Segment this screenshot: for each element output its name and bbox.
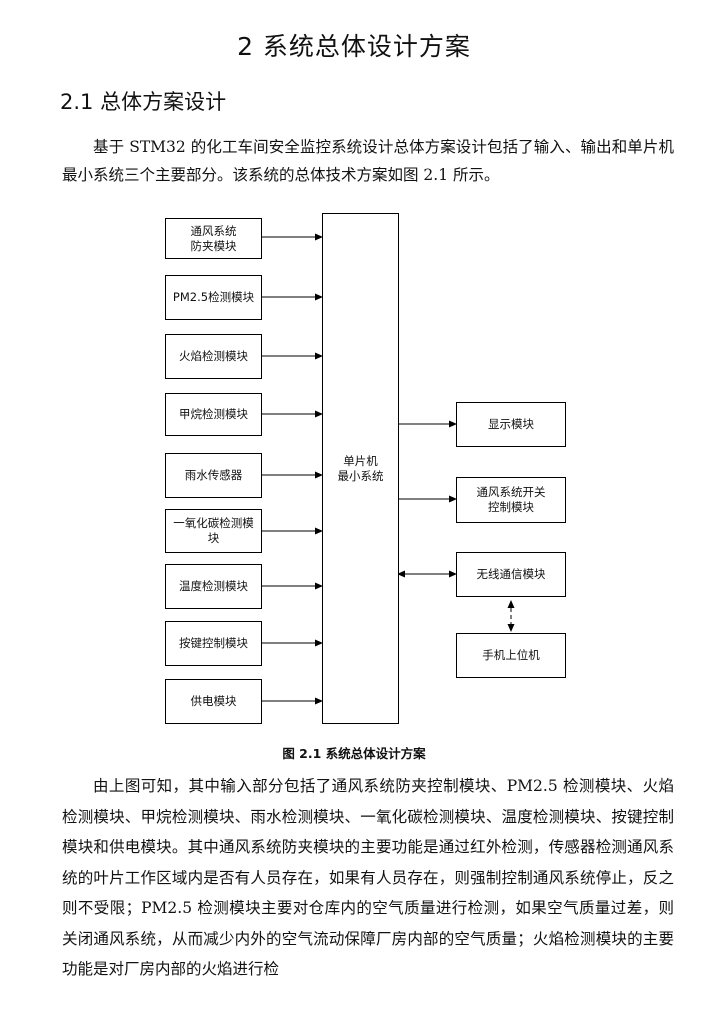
box-temperature: 温度检测模块 xyxy=(165,564,262,609)
box-methane: 甲烷检测模块 xyxy=(165,393,262,436)
section-heading: 2.1 总体方案设计 xyxy=(60,90,227,114)
intro-paragraph: 基于 STM32 的化工车间安全监控系统设计总体方案设计包括了输入、输出和单片机… xyxy=(62,138,674,184)
chapter-heading: 2 系统总体设计方案 xyxy=(237,32,471,61)
box-co: 一氧化碳检测模块 xyxy=(165,509,262,553)
box-power: 供电模块 xyxy=(165,679,262,724)
box-keypad: 按键控制模块 xyxy=(165,621,262,666)
box-mcu-minimum-system: 单片机最小系统 xyxy=(322,213,399,724)
body-paragraph: 由上图可知，其中输入部分包括了通风系统防夹控制模块、PM2.5 检测模块、火焰检… xyxy=(62,777,674,978)
box-display: 显示模块 xyxy=(456,402,566,447)
box-pm25: PM2.5检测模块 xyxy=(165,275,262,320)
figure-caption: 图 2.1 系统总体设计方案 xyxy=(282,746,426,761)
box-flame: 火焰检测模块 xyxy=(165,334,262,379)
diagram-connectors xyxy=(262,233,515,705)
system-block-diagram: 通风系统防夹模块 PM2.5检测模块 火焰检测模块 甲烷检测模块 雨水传感器 一… xyxy=(0,205,708,735)
box-vent-switch-control: 通风系统开关控制模块 xyxy=(456,477,566,523)
box-wireless-communication: 无线通信模块 xyxy=(456,552,566,597)
box-vent-antipinch: 通风系统防夹模块 xyxy=(165,218,262,259)
box-rain: 雨水传感器 xyxy=(165,453,262,498)
box-mobile-host: 手机上位机 xyxy=(456,633,566,678)
